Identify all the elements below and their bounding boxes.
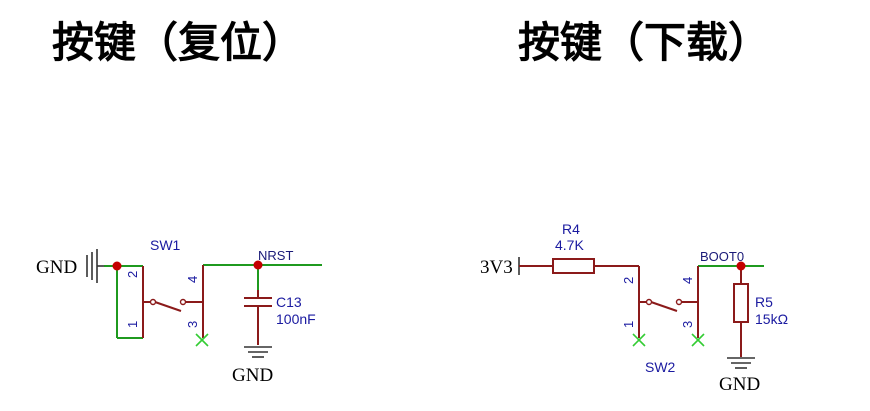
gnd-left-symbol xyxy=(86,249,104,283)
download-wires xyxy=(519,265,764,284)
c13-designator: C13 xyxy=(276,294,302,310)
sw2-pin-2: 2 xyxy=(621,277,636,284)
sw2-pin-1: 1 xyxy=(621,321,636,328)
r4-value: 4.7K xyxy=(555,237,584,253)
r4-designator: R4 xyxy=(562,221,580,237)
title-reset-button: 按键（复位） xyxy=(52,18,305,67)
junction-boot0 xyxy=(736,261,746,271)
title-download-button: 按键（下载） xyxy=(518,18,771,67)
r5-resistor xyxy=(733,283,749,357)
sw2-pin-4: 4 xyxy=(680,277,695,284)
sw1-pin-3: 3 xyxy=(185,321,200,328)
junction-gnd xyxy=(112,261,122,271)
sw2-designator: SW2 xyxy=(645,359,676,375)
gnd-left-label: GND xyxy=(36,257,77,278)
sw1-pin-1: 1 xyxy=(125,321,140,328)
r4-resistor xyxy=(552,258,595,274)
sw1-designator: SW1 xyxy=(150,237,181,253)
gnd-bottom-symbol xyxy=(244,346,272,358)
c13-capacitor xyxy=(244,290,272,345)
sw2-pin-3: 3 xyxy=(680,321,695,328)
reset-circuit: GND 2 1 4 3 SW1 NRST xyxy=(36,237,322,386)
nrst-net-label: NRST xyxy=(258,248,293,263)
junction-nrst xyxy=(253,260,263,270)
r5-designator: R5 xyxy=(755,294,773,310)
r5-value: 15kΩ xyxy=(755,311,788,327)
sw1-pin-2: 2 xyxy=(125,271,140,278)
boot0-net-label: BOOT0 xyxy=(700,249,744,264)
sw2-switch xyxy=(632,266,705,347)
download-circuit: 3V3 R4 4.7K 2 1 4 xyxy=(480,221,788,395)
gnd-right-symbol xyxy=(727,357,755,369)
gnd-bottom-label: GND xyxy=(232,365,273,386)
c13-value: 100nF xyxy=(276,311,316,327)
sw1-pin-4: 4 xyxy=(185,276,200,283)
sw1-switch xyxy=(142,265,209,347)
gnd-right-label: GND xyxy=(719,374,760,395)
supply-3v3-label: 3V3 xyxy=(480,257,513,278)
